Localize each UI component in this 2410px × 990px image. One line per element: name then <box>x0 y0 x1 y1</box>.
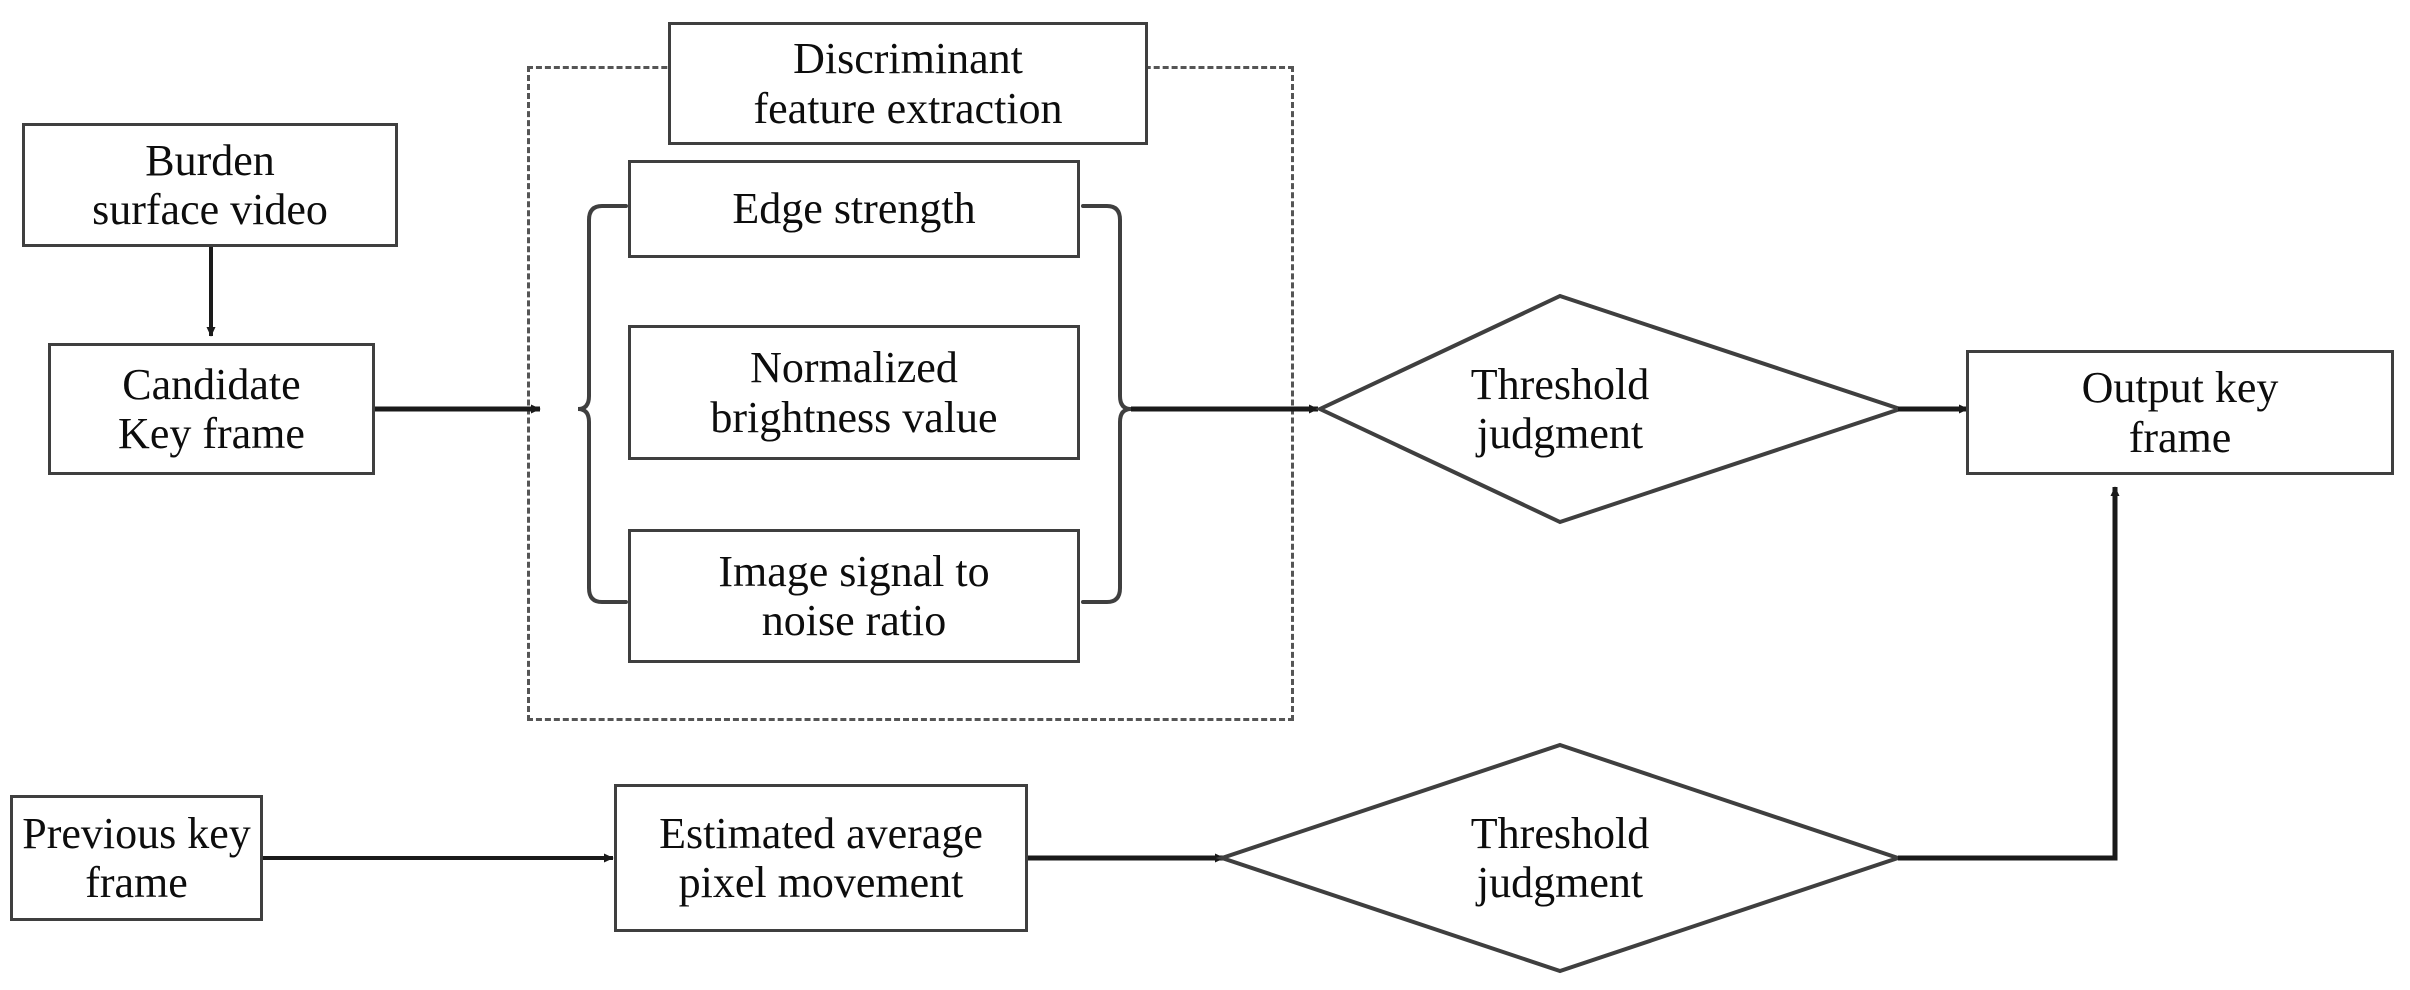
edge-threshold-bottom-to-output <box>1898 486 2120 861</box>
node-normalized-brightness-value[interactable]: Normalized brightness value <box>628 325 1080 460</box>
node-output-key-frame[interactable]: Output key frame <box>1966 350 2394 475</box>
node-label: Previous key frame <box>22 808 251 907</box>
node-label: Candidate Key frame <box>118 359 305 458</box>
node-label: Burden surface video <box>92 135 328 234</box>
node-label: Estimated average pixel movement <box>659 808 983 907</box>
label-threshold-judgment-bottom[interactable]: Threshold judgment <box>1400 794 1720 922</box>
node-candidate-key-frame[interactable]: Candidate Key frame <box>48 343 375 475</box>
node-burden-surface-video[interactable]: Burden surface video <box>22 123 398 247</box>
node-label: Edge strength <box>732 184 976 234</box>
node-label: Image signal to noise ratio <box>718 546 990 645</box>
node-discriminant-feature-extraction[interactable]: Discriminant feature extraction <box>668 22 1148 145</box>
node-label: Normalized brightness value <box>710 343 998 442</box>
node-image-signal-to-noise-ratio[interactable]: Image signal to noise ratio <box>628 529 1080 663</box>
label-threshold-judgment-top[interactable]: Threshold judgment <box>1400 345 1720 473</box>
node-previous-key-frame[interactable]: Previous key frame <box>10 795 263 921</box>
node-label: Discriminant feature extraction <box>753 34 1063 133</box>
node-label: Output key frame <box>2081 363 2279 462</box>
node-estimated-average-pixel-movement[interactable]: Estimated average pixel movement <box>614 784 1028 932</box>
node-label: Threshold judgment <box>1470 359 1650 458</box>
node-edge-strength[interactable]: Edge strength <box>628 160 1080 258</box>
node-label: Threshold judgment <box>1470 808 1650 907</box>
